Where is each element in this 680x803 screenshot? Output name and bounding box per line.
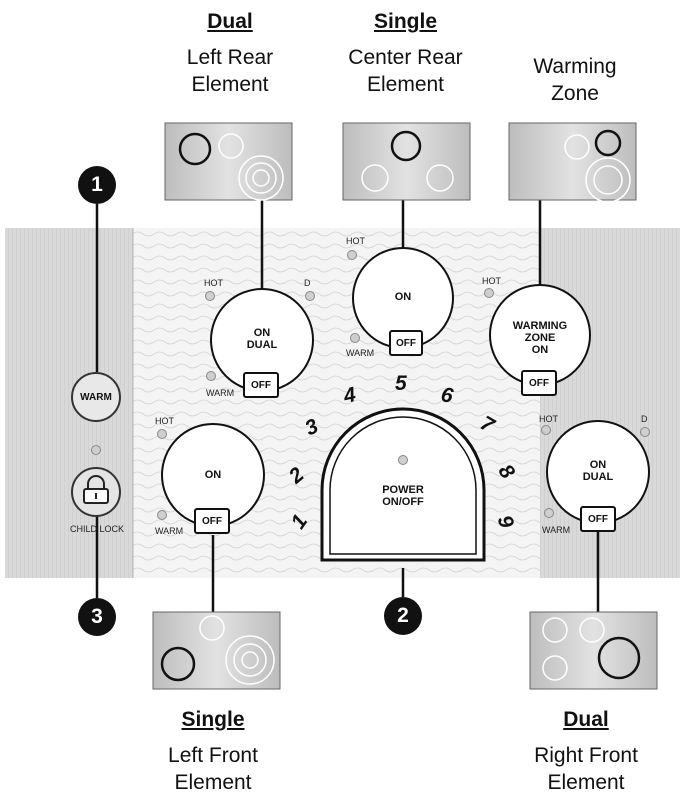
label-right-front-line1: Right Front [534,744,638,767]
zone-right-front-dual: DUAL [582,471,614,483]
d-indicator-right-front [640,427,650,437]
warm-indicator-left-front [157,510,167,520]
label-center-rear-title: Single [373,10,437,33]
zone-warming-status: WARMING ZONE ON [505,320,575,356]
label-warming-line1: Warming [533,55,617,78]
off-button-left-front[interactable]: OFF [194,508,230,534]
off-button-center-rear[interactable]: OFF [389,330,423,356]
zone-warming-l3: ON [531,344,549,356]
power-dial [320,407,486,562]
label-left-rear-line2: Element [191,73,269,96]
hot-indicator-center-rear [347,250,357,260]
zone-left-front-on: ON [204,469,222,481]
warm-indicator-center-rear [350,333,360,343]
thumb-right-front [529,611,658,690]
label-left-front-line2: Element [174,771,252,794]
zone-left-rear-status: ON DUAL [232,327,292,351]
lock-icon [83,475,109,504]
label-warming: Warming Zone [495,53,655,107]
label-left-front-line1: Left Front [168,744,258,767]
d-indicator-left-rear [305,291,315,301]
d-label-left-rear: D [304,278,311,288]
d-label-right-front: D [641,414,648,424]
power-indicator [398,455,408,465]
lock-indicator [91,445,101,455]
label-right-front-line2: Element [547,771,625,794]
warm-indicator-left-rear [206,371,216,381]
zone-warming-l2: ZONE [524,332,556,344]
label-center-rear: Single Center Rear Element [318,10,493,98]
label-center-rear-line2: Element [366,73,445,96]
callout-3: 3 [78,598,116,636]
power-label-l2: ON/OFF [382,496,424,508]
zone-left-rear-dual: DUAL [246,339,278,351]
warm-label-left-front: WARM [155,526,184,536]
warm-label-left-rear: WARM [206,388,235,398]
label-left-front: Single Left Front Element [133,708,293,796]
label-right-front: Dual Right Front Element [506,708,666,796]
hot-label-center-rear: HOT [346,236,365,246]
zone-warming-l1: WARMING [512,320,568,332]
dial-number-5[interactable]: 5 [395,372,407,395]
thumb-center-rear [342,122,471,201]
hot-label-left-front: HOT [155,416,174,426]
off-button-right-front[interactable]: OFF [580,506,616,532]
warm-label-center-rear: WARM [346,348,375,358]
zone-left-rear-on: ON [253,327,271,339]
hot-indicator-left-rear [205,291,215,301]
label-left-rear-line1: Left Rear [186,46,274,69]
hot-label-warming: HOT [482,276,501,286]
thumb-left-front [152,611,281,690]
warm-label-right-front: WARM [542,525,571,535]
label-right-front-title: Dual [563,708,609,731]
off-button-left-rear[interactable]: OFF [243,372,279,398]
label-left-front-title: Single [181,708,245,731]
power-button[interactable]: POWER ON/OFF [363,484,443,508]
thumb-warming [508,122,637,203]
label-warming-line2: Zone [551,82,599,105]
child-lock-label: CHILD LOCK [69,524,124,534]
callout-2: 2 [384,597,422,635]
thumb-left-rear [164,122,293,201]
label-left-rear: Dual Left Rear Element [150,10,310,98]
warm-indicator-right-front [544,508,554,518]
zone-center-rear-on: ON [394,291,412,303]
power-label-l1: POWER [382,484,424,496]
off-button-warming[interactable]: OFF [521,370,557,396]
zone-right-front-status: ON DUAL [568,459,628,483]
hot-indicator-left-front [157,429,167,439]
label-left-rear-title: Dual [207,10,253,33]
hot-label-right-front: HOT [539,414,558,424]
callout-1: 1 [78,166,116,204]
hot-indicator-warming [484,288,494,298]
warm-button[interactable]: WARM [71,372,121,422]
zone-right-front-on: ON [589,459,607,471]
label-center-rear-line1: Center Rear [348,46,463,69]
hot-label-left-rear: HOT [204,278,223,288]
hot-indicator-right-front [541,425,551,435]
